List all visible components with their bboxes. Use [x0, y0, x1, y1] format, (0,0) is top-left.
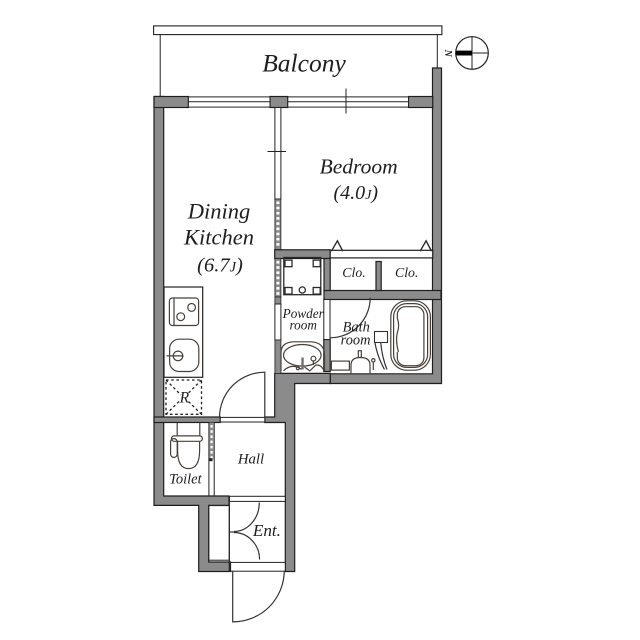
svg-text:Balcony: Balcony — [262, 48, 346, 77]
svg-text:(6.7J): (6.7J) — [197, 254, 243, 276]
svg-text:room: room — [341, 332, 371, 348]
svg-text:Clo.: Clo. — [395, 265, 418, 280]
svg-text:(4.0J): (4.0J) — [334, 182, 379, 204]
svg-text:Dining: Dining — [187, 199, 251, 224]
svg-text:N: N — [442, 49, 453, 58]
svg-text:R: R — [179, 390, 190, 407]
svg-text:Bath: Bath — [343, 319, 370, 335]
svg-text:Clo.: Clo. — [342, 265, 365, 280]
svg-text:room: room — [290, 318, 317, 333]
svg-text:Powder: Powder — [282, 306, 325, 321]
svg-text:Toilet: Toilet — [169, 472, 202, 488]
svg-text:Bedroom: Bedroom — [320, 154, 398, 178]
svg-text:Hall: Hall — [237, 452, 264, 468]
svg-text:Kitchen: Kitchen — [183, 225, 254, 250]
svg-text:Ent.: Ent. — [252, 521, 281, 540]
